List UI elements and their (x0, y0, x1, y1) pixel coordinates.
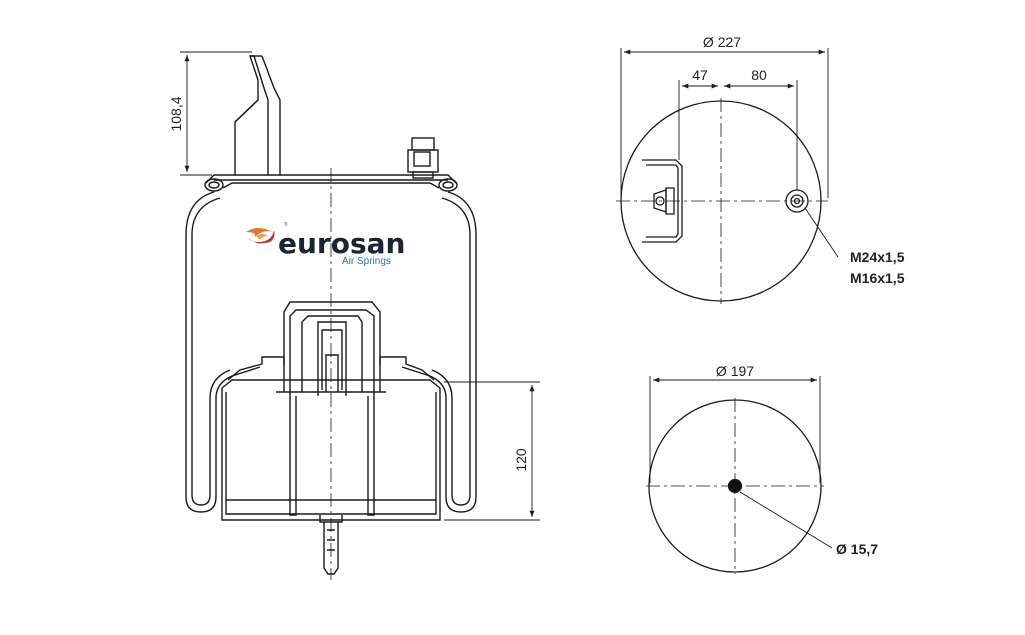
dim-label-197: Ø 197 (716, 363, 754, 379)
brand-name: eurosan (278, 227, 405, 260)
top-view (616, 48, 839, 304)
dim-108-4 (180, 51, 252, 176)
thread-label-m24: M24x1,5 (850, 249, 905, 265)
eurosan-logo: ® eurosan Air Springs (246, 221, 405, 267)
dim-label-80: 80 (751, 67, 767, 83)
mounting-bracket (234, 55, 281, 175)
dim-197 (649, 376, 821, 483)
air-fitting (407, 137, 439, 179)
dim-label-227: Ø 227 (703, 34, 741, 50)
brand-tagline: Air Springs (342, 256, 391, 267)
thread-label-m16: M16x1,5 (850, 270, 905, 286)
flame-icon (246, 228, 275, 244)
bottom-stud (319, 515, 343, 575)
dim-label-47: 47 (692, 67, 708, 83)
side-view (180, 51, 540, 580)
piston-shoulders (221, 356, 441, 521)
thread-leader (804, 207, 839, 258)
center-hole (727, 478, 743, 494)
top-bracket (642, 159, 683, 243)
piston-column (276, 301, 386, 516)
dim-label-15-7: Ø 15,7 (836, 541, 878, 557)
trademark: ® (284, 221, 288, 228)
dim-label-120: 120 (513, 448, 529, 472)
bottom-view (646, 376, 833, 574)
hole-leader (739, 491, 833, 549)
dim-227 (620, 48, 829, 198)
dim-label-108-4: 108,4 (168, 96, 184, 131)
top-plate (204, 174, 458, 192)
dim-120 (444, 381, 540, 521)
rubber-bellow (185, 191, 477, 513)
dim-47-80 (678, 80, 798, 190)
